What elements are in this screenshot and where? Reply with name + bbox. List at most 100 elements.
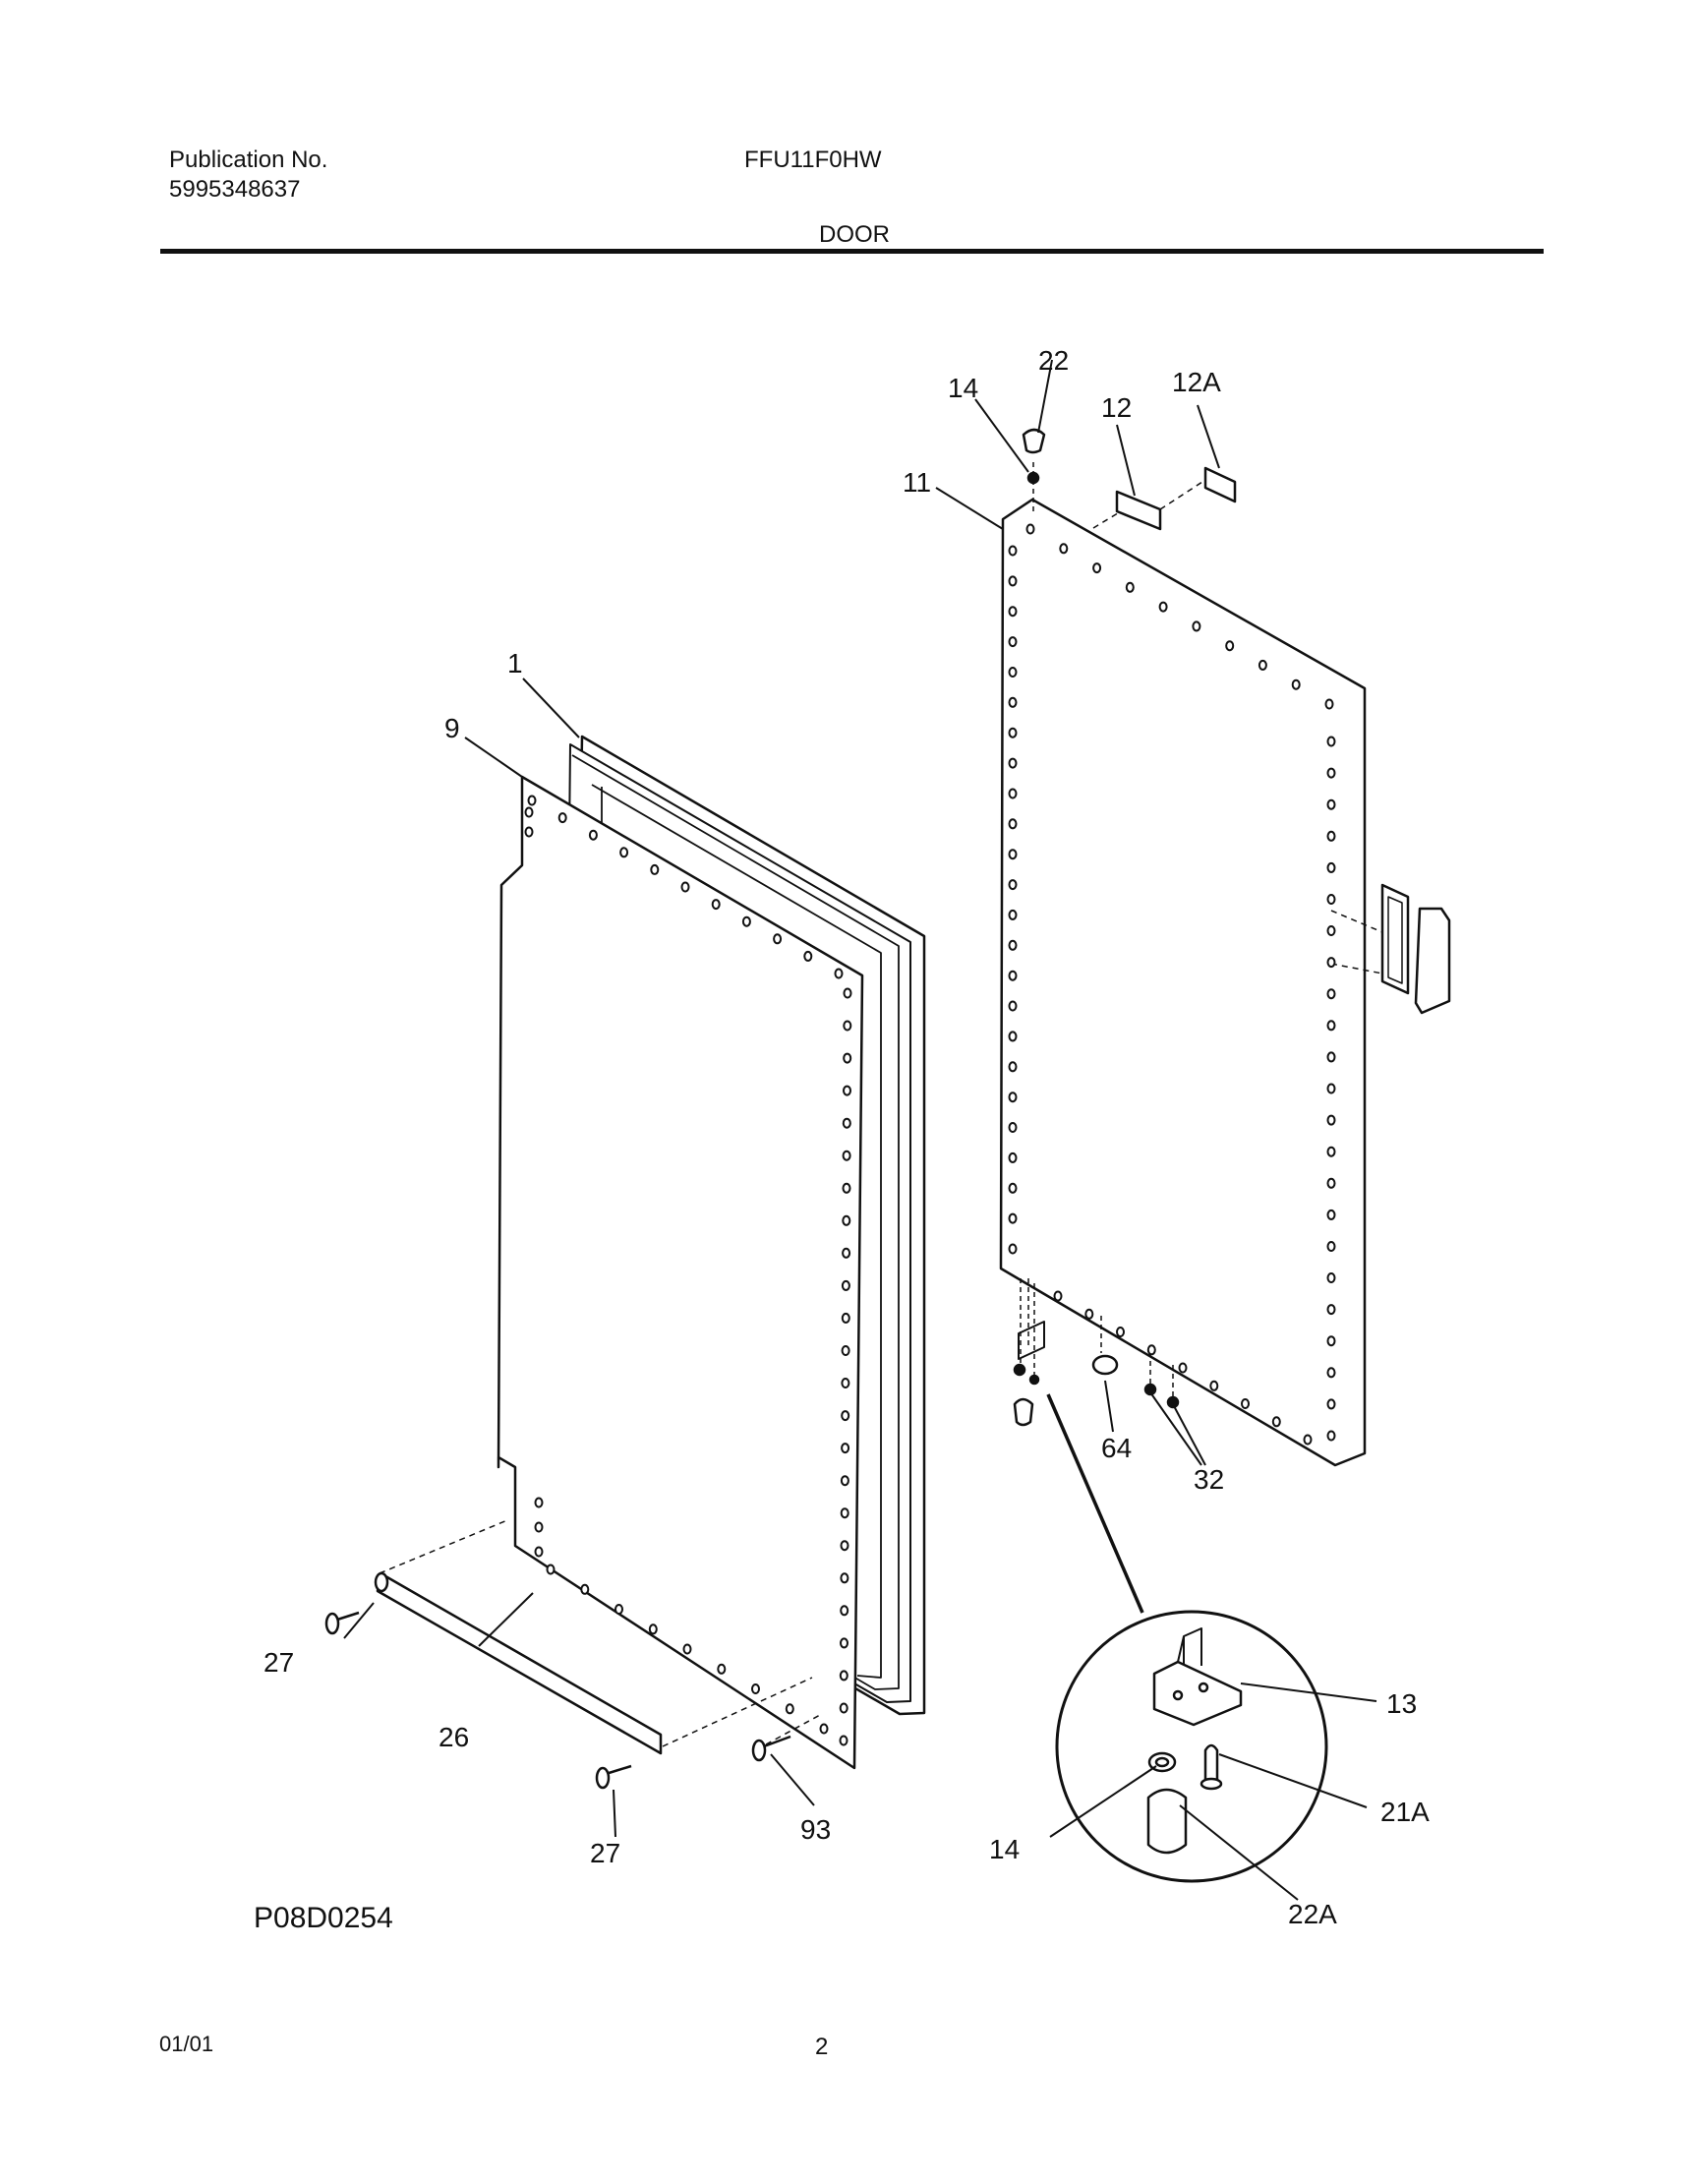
panel-hole [1008,1031,1018,1042]
callout-22: 22 [1038,345,1069,376]
callout-26: 26 [439,1722,469,1752]
detail-hinge-cap-22a [1146,1788,1188,1855]
liner-hole [843,1052,852,1064]
panel-hole [1008,788,1018,799]
liner-hole [842,1150,851,1161]
liner-hole [773,933,783,945]
liner-hole [842,1214,851,1226]
liner-hole [839,1702,848,1714]
panel-hole [1209,1380,1219,1391]
liner-hole [614,1604,623,1615]
panel-hole [1225,640,1235,652]
liner-hole [524,826,534,838]
panel-hole [1008,849,1018,860]
panel-hole [1008,1061,1018,1073]
detail-magnifier [1055,1610,1328,1883]
panel-hole [1326,1020,1336,1032]
callout-9: 9 [444,713,460,743]
panel-hole [1025,523,1035,535]
panel-hole [1008,1092,1018,1103]
liner-hole [682,1643,692,1655]
panel-hole [1271,1416,1281,1428]
footer-date: 01/01 [159,2032,214,2056]
screw-27-left [324,1611,360,1635]
liner-hole [843,1085,851,1096]
panel-hole [1008,727,1018,738]
panel-hole [1008,879,1018,891]
callout-27-bottom: 27 [590,1838,620,1868]
liner-hole [839,1670,848,1682]
liner-hole [841,1312,850,1324]
panel-hole [1326,1177,1336,1189]
leader-lines [343,359,1377,1901]
callout-11: 11 [903,467,931,498]
panel-hole [1326,736,1336,747]
panel-hole [1326,1241,1336,1252]
panel-hole [1008,909,1018,920]
panel-hole [1008,939,1018,951]
liner-hole [834,968,844,979]
panel-hole [1192,620,1201,632]
bumper-64 [1091,1354,1119,1376]
liner-hole [842,1117,851,1129]
liner-hole [785,1703,794,1715]
panel-hole [1326,861,1336,873]
liner-hole [619,847,629,858]
callout-13: 13 [1386,1688,1417,1719]
panel-hole [1059,543,1069,555]
model-number: FFU11F0HW [744,147,882,173]
panel-hole [1008,1151,1018,1163]
callout-1: 1 [507,648,523,679]
panel-hole [1303,1434,1313,1446]
panel-hole [1324,698,1334,710]
liner-hole [840,1540,849,1552]
drawing-code: P08D0254 [254,1902,393,1934]
liner-hole [842,1247,851,1259]
panel-hole [1008,1000,1018,1012]
page-number: 2 [815,2034,829,2060]
panel-hole [1158,601,1168,613]
panel-hole [1326,1272,1336,1283]
panel-hole [1326,798,1336,810]
liner-hole [840,1572,849,1584]
panel-hole [1008,1243,1018,1255]
panel-hole [1326,1367,1336,1379]
panel-hole [1326,1304,1336,1316]
liner-hole [557,812,567,824]
detail-hinge-pin-21a [1200,1743,1223,1791]
liner-hole [841,1410,850,1422]
liner-hole [650,863,660,875]
label-part-12a [1203,466,1237,503]
panel-hole [1178,1362,1188,1374]
panel-hole [1008,1122,1018,1133]
panel-hole [1008,970,1018,981]
panel-hole [1241,1398,1250,1409]
liner-hole [840,1637,848,1649]
panel-hole [1008,667,1018,678]
panel-hole [1092,562,1102,574]
liner-hole [648,1623,658,1635]
callout-22a: 22A [1288,1899,1337,1929]
mounting-holes [524,523,1336,1746]
callout-12: 12 [1101,392,1132,423]
screw-32-b [1166,1395,1180,1409]
callout-12a: 12A [1172,367,1221,397]
callout-64: 64 [1101,1433,1132,1463]
section-title: DOOR [819,221,890,248]
liner-hole [588,829,598,841]
screw-27-bottom [595,1764,632,1790]
liner-hole [843,987,852,999]
panel-hole [1326,988,1336,1000]
liner-hole [840,1475,849,1487]
liner-hole [717,1663,727,1675]
panel-hole [1326,1146,1336,1157]
panel-hole [1008,696,1018,708]
callout-27-left: 27 [263,1647,294,1678]
liner-hole [534,1497,544,1508]
panel-hole [1116,1327,1125,1337]
callout-14-detail: 14 [989,1834,1020,1864]
liner-hole [819,1723,829,1735]
panel-hole [1326,767,1336,779]
door-handle [1330,883,1451,1015]
